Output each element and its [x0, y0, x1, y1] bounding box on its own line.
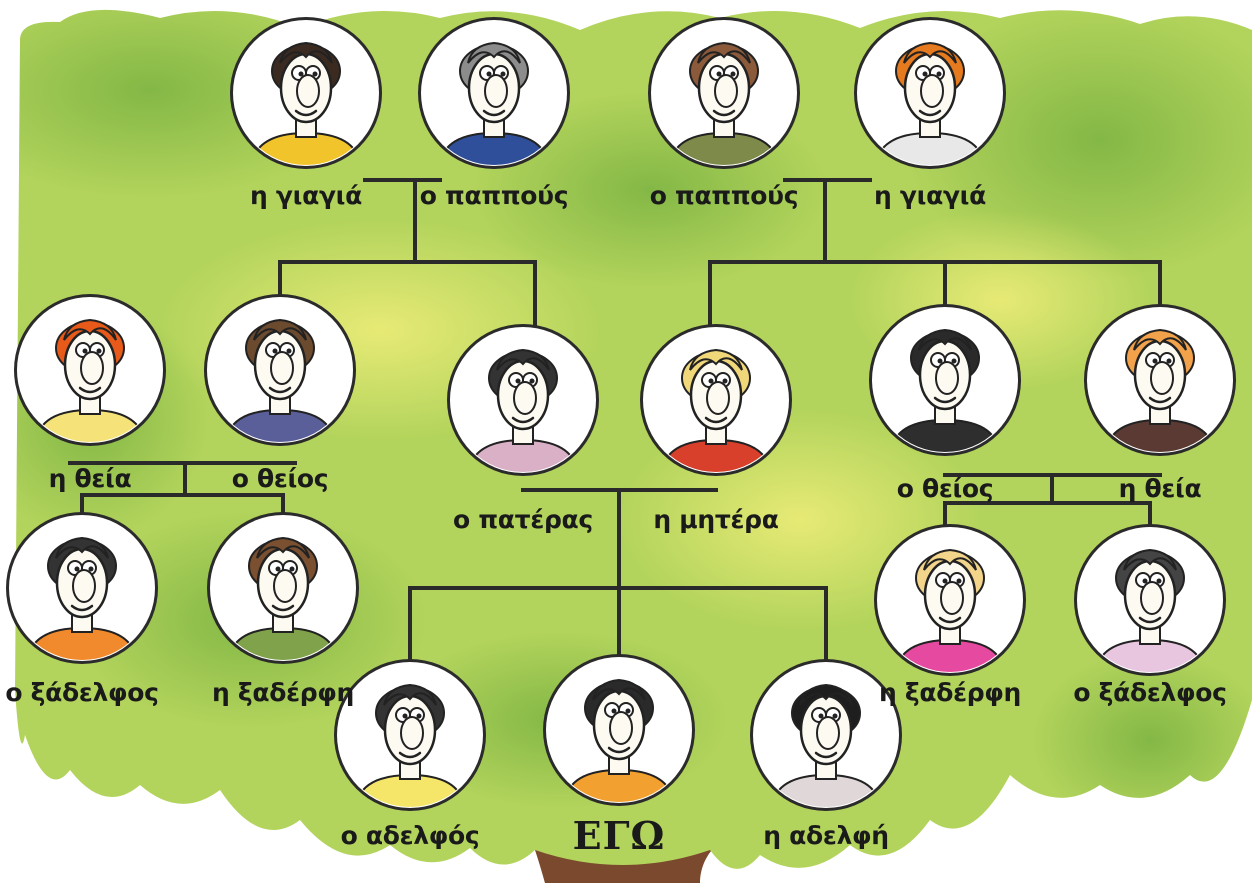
- label-cousin-f-paternal: η ξαδέρφη: [211, 678, 355, 707]
- label-aunt-maternal: η θεία: [1118, 474, 1202, 503]
- label-grandfather-maternal: ο παππούς: [649, 181, 799, 210]
- hat-bearded-man-icon: [648, 17, 800, 169]
- label-sister: η αδελφή: [763, 821, 889, 850]
- long-blonde-hair-girl-icon: [874, 524, 1026, 676]
- label-cousin-m-maternal: ο ξάδελφος: [1073, 678, 1227, 707]
- striped-shirt-child-icon: [543, 654, 695, 806]
- label-uncle-maternal: ο θείος: [896, 474, 994, 503]
- label-aunt-paternal: η θεία: [48, 464, 132, 493]
- label-grandfather-paternal: ο παππούς: [419, 181, 569, 210]
- label-father: ο πατέρας: [453, 505, 593, 534]
- label-uncle-paternal: ο θείος: [231, 464, 329, 493]
- curly-black-hair-girl-icon: [750, 659, 902, 811]
- label-grandmother-paternal: η γιαγιά: [250, 181, 362, 210]
- glasses-man-icon: [204, 294, 356, 446]
- spiky-hair-man-icon: [869, 304, 1021, 456]
- label-brother: ο αδελφός: [340, 821, 480, 850]
- bald-old-man-icon: [418, 17, 570, 169]
- label-cousin-m-paternal: ο ξάδελφος: [5, 678, 159, 707]
- label-mother: η μητέρα: [653, 505, 779, 534]
- portraits: [6, 17, 1236, 811]
- label-me: ΕΓΩ: [572, 813, 666, 858]
- wavy-hair-boy-icon: [334, 659, 486, 811]
- curly-dark-hair-woman-icon: [230, 17, 382, 169]
- blonde-woman-icon: [640, 324, 792, 476]
- curly-brown-hair-girl-icon: [207, 512, 359, 664]
- family-connections: [68, 178, 1162, 664]
- bob-hair-woman-icon: [1084, 304, 1236, 456]
- curly-hair-boy-icon: [1074, 524, 1226, 676]
- label-grandmother-maternal: η γιαγιά: [874, 181, 986, 210]
- label-cousin-f-maternal: η ξαδέρφη: [878, 678, 1022, 707]
- mustache-man-icon: [447, 324, 599, 476]
- spiky-hair-boy-icon: [6, 512, 158, 664]
- orange-hair-woman-icon: [14, 294, 166, 446]
- orange-curly-hair-woman-icon: [854, 17, 1006, 169]
